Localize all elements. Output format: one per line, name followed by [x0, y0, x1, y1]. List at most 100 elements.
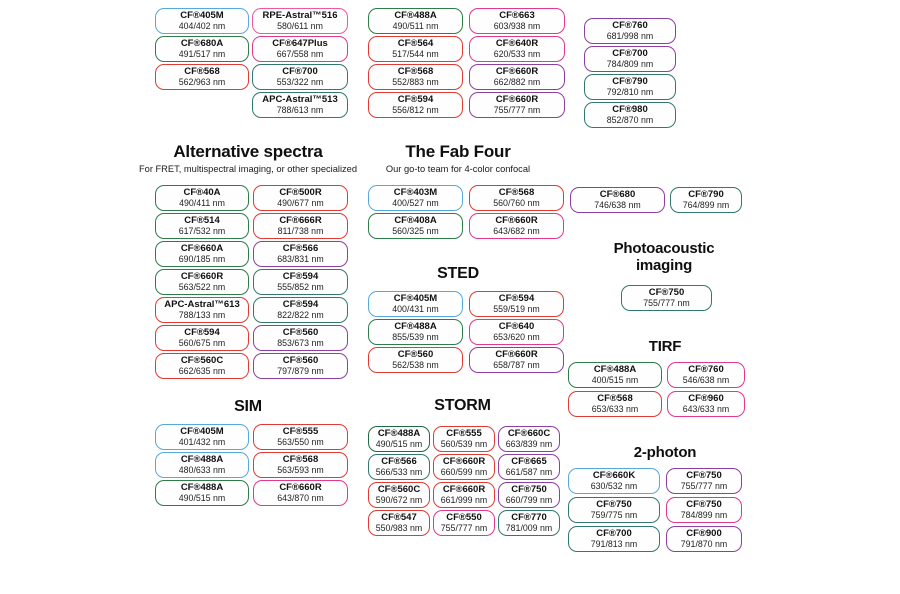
- dye-name: CF®666R: [279, 214, 322, 226]
- dye-wavelengths: 560/325 nm: [392, 225, 439, 236]
- dye-wavelengths: 490/515 nm: [178, 492, 226, 503]
- dye-wavelengths: 755/777 nm: [643, 297, 690, 308]
- dye-wavelengths: 855/539 nm: [392, 331, 439, 342]
- section-title: TIRF: [648, 338, 682, 355]
- dye-name: CF®514: [184, 214, 220, 226]
- dye-name: CF®700: [282, 65, 318, 77]
- dye-wavelengths: 490/511 nm: [392, 20, 439, 31]
- dye-wavelengths: 617/532 nm: [178, 225, 226, 236]
- section-title: Photoacoustic imaging: [613, 240, 715, 275]
- dye-wavelengths: 755/777 nm: [440, 522, 488, 533]
- dye-name: CF®665: [511, 455, 547, 467]
- dye-name: CF®594: [184, 326, 220, 338]
- dye-name: CF®568: [498, 186, 535, 198]
- dye-name: CF®564: [397, 37, 434, 49]
- dye-name: CF®660R: [442, 483, 486, 495]
- dye-name: CF®560: [282, 326, 319, 338]
- dye-wavelengths: 788/133 nm: [178, 309, 226, 320]
- dye-wavelengths: 490/677 nm: [277, 197, 324, 208]
- dye-wavelengths: 681/998 nm: [606, 30, 654, 41]
- dye-wavelengths: 662/635 nm: [178, 365, 226, 376]
- dye-name: CF®750: [511, 483, 547, 495]
- section-subtitle: Our go-to team for 4-color confocal: [385, 164, 531, 174]
- dye-wavelengths: 784/899 nm: [680, 509, 728, 520]
- dye-name: CF®408A: [394, 214, 437, 226]
- dye-wavelengths: 653/633 nm: [591, 403, 639, 414]
- dye-name: CF®568: [282, 453, 319, 465]
- dye-wavelengths: 491/517 nm: [178, 48, 226, 59]
- dye-name: CF®488A: [377, 427, 421, 439]
- dye-name: CF®660R: [180, 270, 224, 282]
- dye-name: CF®488A: [593, 363, 637, 375]
- dye-name: CF®500R: [279, 186, 322, 198]
- dye-name: APC-Astral™513: [262, 93, 338, 105]
- dye-name: CF®403M: [393, 186, 438, 198]
- dye-name: CF®640: [498, 320, 535, 332]
- dye-name: CF®980: [612, 103, 648, 115]
- section-title: The Fab Four: [405, 142, 511, 161]
- dye-name: CF®568: [184, 65, 220, 77]
- dye-name: CF®660K: [592, 469, 636, 481]
- dye-wavelengths: 746/638 nm: [594, 199, 641, 210]
- dye-wavelengths: 562/538 nm: [392, 359, 439, 370]
- dye-wavelengths: 797/879 nm: [277, 365, 324, 376]
- dye-name: CF®663: [499, 9, 535, 21]
- dye-wavelengths: 791/813 nm: [590, 538, 638, 549]
- dye-name: CF®594: [498, 292, 535, 304]
- dye-name: CF®568: [597, 392, 633, 404]
- dye-wavelengths: 490/411 nm: [179, 197, 225, 208]
- dye-wavelengths: 566/533 nm: [375, 466, 423, 477]
- dye-wavelengths: 661/587 nm: [505, 466, 553, 477]
- dye-wavelengths: 404/402 nm: [178, 20, 226, 31]
- dye-name: CF®960: [688, 392, 724, 404]
- dye-name: CF®660R: [495, 348, 538, 360]
- dye-name: CF®680A: [180, 37, 224, 49]
- dye-name: CF®566: [282, 242, 319, 254]
- section-photoacoustic-header: Photoacoustic imaging: [604, 240, 724, 275]
- section-two-photon-header: 2-photon: [585, 444, 745, 461]
- dye-wavelengths: 643/682 nm: [493, 225, 540, 236]
- dye-name: APC-Astral™613: [164, 298, 240, 310]
- dye-wavelengths: 400/515 nm: [591, 374, 639, 385]
- dye-name: CF®790: [612, 75, 648, 87]
- dye-name: CF®660A: [180, 242, 224, 254]
- dye-wavelengths: 563/550 nm: [277, 436, 324, 447]
- dye-name: CF®640R: [495, 37, 539, 49]
- dye-wavelengths: 755/777 nm: [493, 104, 541, 115]
- dye-name: CF®594: [397, 93, 434, 105]
- section-sim-header: SIM: [130, 398, 366, 416]
- dye-name: CF®560: [397, 348, 434, 360]
- dye-name: CF®560C: [180, 354, 224, 366]
- section-title: Alternative spectra: [173, 142, 323, 161]
- dye-name: CF®900: [686, 527, 722, 539]
- section-sted-header: STED: [350, 265, 566, 283]
